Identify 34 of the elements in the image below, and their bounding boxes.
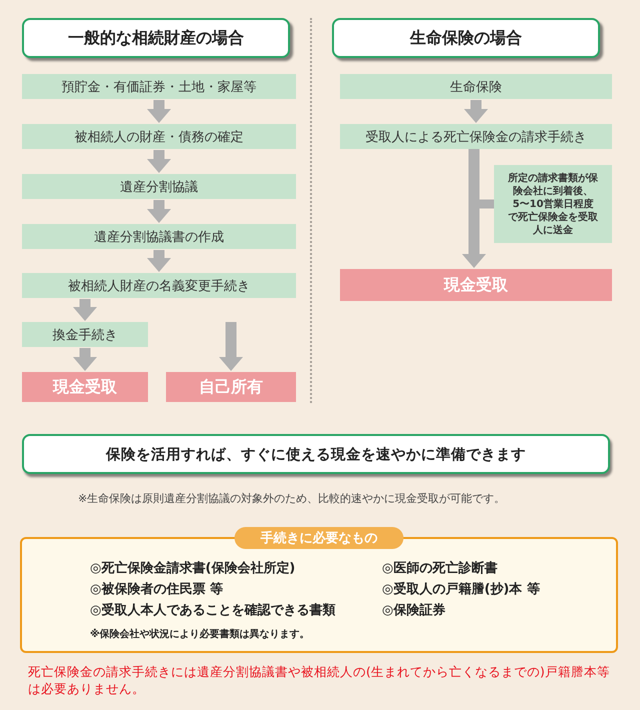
- process-box: 預貯金・有価証券・土地・家屋等: [22, 74, 296, 99]
- list-item: ◎医師の死亡診断書: [382, 560, 498, 577]
- arrow: [73, 299, 97, 321]
- list-item: ◎受取人の戸籍謄(抄)本 等: [382, 580, 541, 598]
- heading-box: 一般的な相続財産の場合: [22, 18, 290, 58]
- arrow: [147, 250, 171, 272]
- heading-box: 生命保険の場合: [332, 18, 600, 58]
- list-item: ◎保険証券: [382, 602, 446, 619]
- process-box: 被相続人財産の名義変更手続き: [22, 273, 296, 298]
- process-box: 遺産分割協議書の作成: [22, 224, 296, 249]
- result-box: 自己所有: [166, 372, 296, 402]
- arrow: [147, 150, 171, 173]
- process-box: 遺産分割協議: [22, 174, 296, 199]
- process-box: 被相続人の財産・債務の確定: [22, 124, 296, 149]
- message-banner: 保険を活用すれば、すぐに使える現金を速やかに準備できます: [22, 434, 610, 474]
- arrow: [147, 200, 171, 223]
- result-box: 現金受取: [340, 269, 612, 301]
- process-box: 受取人による死亡保険金の請求手続き: [340, 124, 612, 149]
- list-item: ◎受取人本人であることを確認できる書類: [90, 602, 336, 619]
- section-heading: 手続きに必要なもの: [234, 527, 404, 549]
- process-box: 換金手続き: [22, 322, 148, 347]
- arrow: [219, 322, 243, 371]
- process-box: 生命保険: [340, 74, 612, 99]
- result-box: 現金受取: [22, 372, 148, 402]
- note-box: 所定の請求書類が保険会社に到着後、5〜10営業日程度で死亡保険金を受取人に送金: [494, 165, 612, 243]
- arrow: [464, 100, 488, 123]
- arrow: [462, 149, 486, 268]
- arrow: [147, 100, 171, 123]
- footnote: ※保険会社や状況により必要書類は異なります。: [90, 628, 311, 641]
- arrow: [73, 348, 97, 371]
- note-text: 死亡保険金の請求手続きには遺産分割協議書や被相続人の(生まれてから亡くなるまでの)戸籍謄本等は必要ありません。: [28, 664, 611, 698]
- list-item: ◎死亡保険金請求書(保険会社所定): [90, 560, 296, 577]
- footnote: ※生命保険は原則遺産分割協議の対象外のため、比較的速やかに現金受取が可能です。: [78, 491, 506, 506]
- list-item: ◎被保険者の住民票 等: [90, 581, 224, 598]
